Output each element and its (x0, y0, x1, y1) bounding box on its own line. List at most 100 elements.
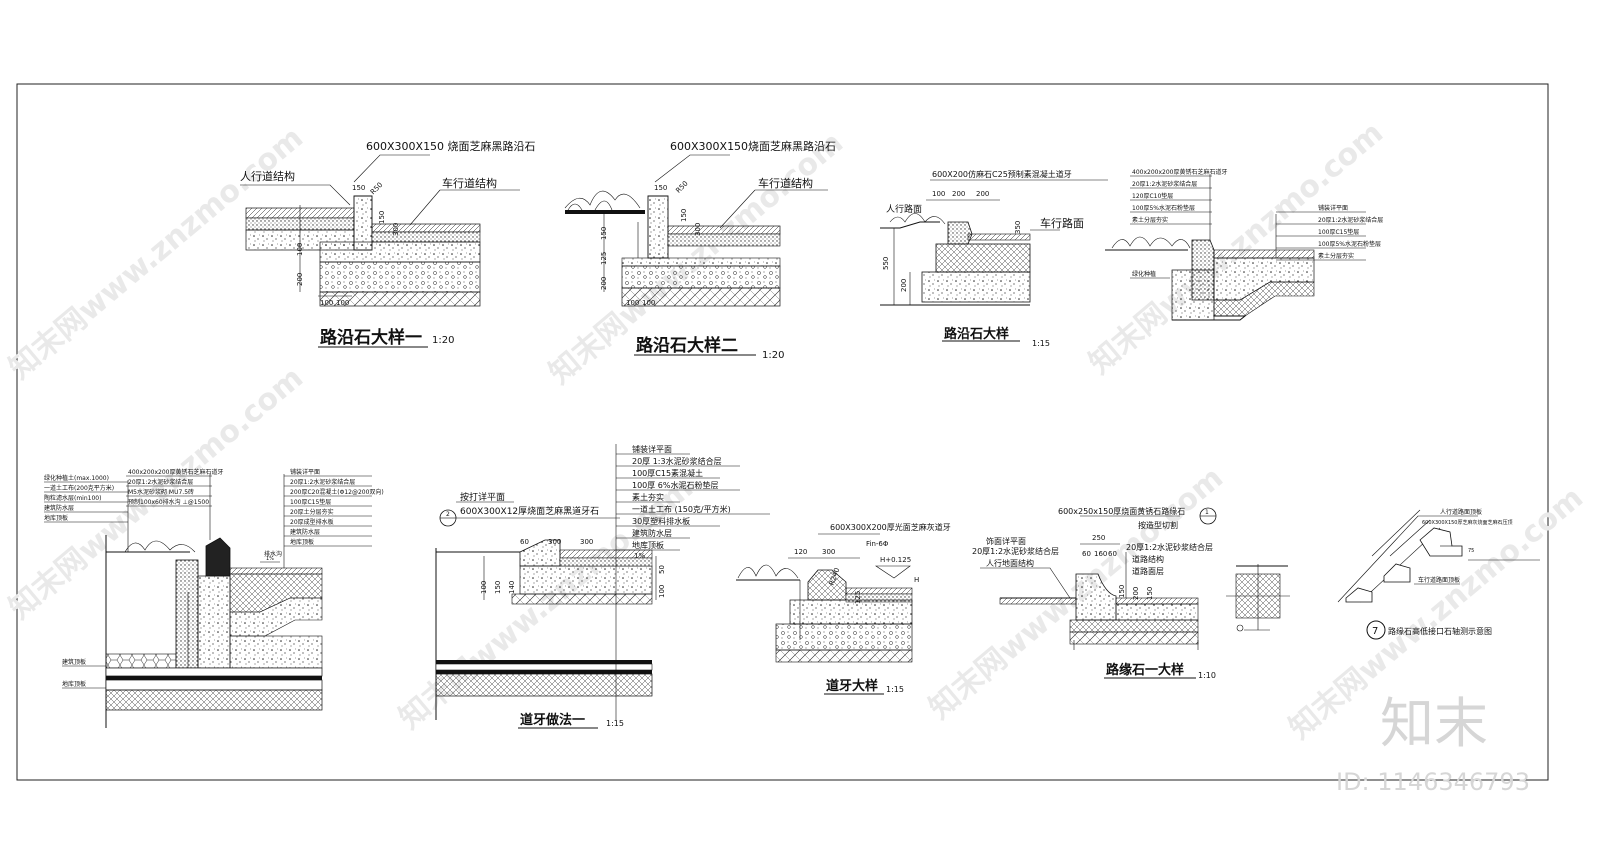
d4-layer-list-right: 铺装详平面 20厚1:2水泥砂浆结合层 100厚C15垫层 100厚5%水泥石粉… (1276, 204, 1383, 261)
d4-layer: 铺装详平面 (1318, 204, 1348, 212)
detail-kerb-large: 600X300X200厚光面芝麻灰道牙 Fin-6Φ H+0.125 120 3… (736, 522, 951, 695)
d2-dim: 150 (654, 184, 667, 192)
d2-dim: 300 (694, 223, 702, 236)
d6-tag: 2 (446, 511, 450, 518)
d1-dim: 300 (392, 223, 400, 236)
d1-title: 路沿石大样一 (320, 327, 422, 348)
d9-label: 人行道路面顶板 (1440, 508, 1482, 516)
d5-layer: 20厚1:2水泥砂浆结合层 (128, 478, 193, 486)
d8-r2: 道路结构 (1132, 554, 1164, 564)
d1-top-label: 600X300X150 烧面芝麻黑路沿石 (366, 139, 536, 153)
d2-dim: 100 (626, 299, 639, 307)
d3-dim: 100 (932, 190, 945, 198)
d6-stone-label: 600X300X12厚烧面芝麻黑道牙石 (460, 505, 599, 517)
d6-layer: 30厚塑料排水板 (632, 516, 690, 526)
d6-title: 道牙做法一 (520, 712, 585, 728)
d8-l1: 饰面详平面 (986, 536, 1026, 546)
d5-layer: 地库顶板 (44, 514, 68, 522)
d5-layer: 绿化种植土(max.1000) (44, 474, 109, 482)
d5-small: 建筑顶板 (62, 658, 86, 666)
d8-dim: 200 (1132, 587, 1140, 600)
d1-dim: 100 (320, 299, 333, 307)
d5-layer: 建筑防水层 (290, 528, 320, 536)
d8-l2: 20厚1:2水泥砂浆结合层 (972, 546, 1059, 556)
d2-dim: 100 (642, 299, 655, 307)
d5-layer: 铺装详平面 (290, 468, 320, 476)
sheet-border (16, 83, 1549, 781)
d8-dim: 160 (1094, 550, 1107, 558)
d8-dim: 150 (1146, 587, 1154, 600)
d6-dim: 300 (548, 538, 561, 546)
d4-layer: 素土分层夯实 (1132, 216, 1168, 224)
detail-curb-3: 600X200仿麻石C25预制素混凝土道牙 人行路面 车行路面 100 200 … (880, 169, 1108, 348)
d7-scale: 1:15 (886, 685, 904, 694)
d7-dim: H (914, 576, 919, 584)
d4-layer: 100厚C15垫层 (1318, 228, 1359, 236)
d5-layer: 200厚C20混凝土(Φ12@200双向) (290, 488, 384, 496)
d2-dim: 150 (680, 209, 688, 222)
d4-layer: 20厚1:2水泥砂浆结合层 (1132, 180, 1197, 188)
d9-title: 路缘石高低接口石轴测示意图 (1388, 626, 1492, 636)
d6-paving-label: 按打详平面 (460, 491, 505, 503)
d6-dim: 60 (520, 538, 529, 546)
d5-layer: 20厚土分层夯实 (290, 508, 334, 516)
d8-cut: 按造型切割 (1138, 520, 1178, 530)
d5-right-list: 铺装详平面 20厚1:2水泥砂浆结合层 200厚C20混凝土(Φ12@200双向… (283, 468, 384, 568)
d9-dim: 75 (1468, 548, 1474, 554)
detail-kerb-method: 铺装详平面 20厚 1:3水泥砂浆结合层 100厚C15素混凝土 100厚 6%… (435, 444, 770, 729)
d3-scale: 1:15 (1032, 339, 1050, 348)
d6-layer: 20厚 1:3水泥砂浆结合层 (632, 456, 722, 466)
d6-dim: 1% (634, 552, 645, 560)
d8-tag: 1 (1205, 509, 1209, 516)
d8-title: 路缘石一大样 (1106, 662, 1184, 678)
d4-layer: 100厚5%水泥石粉垫层 (1132, 204, 1195, 212)
d8-r3: 道路面层 (1132, 566, 1164, 576)
d4-layer: 100厚5%水泥石粉垫层 (1318, 240, 1381, 248)
d5-layer: 一道土工布(200克平方米) (44, 484, 114, 492)
d5-small: 地库顶板 (62, 680, 86, 688)
d8-l3: 人行地面结构 (986, 558, 1034, 568)
d5-layer: 100厚C15垫层 (290, 498, 331, 506)
d8-dim: 150 (1118, 585, 1126, 598)
d8-r1: 20厚1:2水泥砂浆结合层 (1126, 542, 1213, 552)
d6-layer: 100厚C15素混凝土 (632, 468, 703, 478)
detail-curbstone-1: 600x250x150厚烧面黄锈石路缘石 1 按造型切割 饰面详平面 20厚1:… (972, 506, 1290, 680)
d8-scale: 1:10 (1198, 671, 1216, 680)
detail-planter-curb: 1% 绿化种植土(max.1000) 一道土工布(200克平方米) 陶粒滤水层(… (44, 468, 384, 728)
detail-curb-1: 600X300X150 烧面芝麻黑路沿石 人行道结构 车行道结构 150 R50… (240, 139, 536, 348)
d5-layer: 建筑防水层 (44, 504, 74, 512)
id-watermark: ID: 1146346793 (1336, 768, 1530, 796)
d5-layer: M5水泥砂浆砌 MU7.5砖 (128, 488, 194, 496)
d3-dim: 200 (976, 190, 989, 198)
d9-tag: 7 (1372, 626, 1378, 637)
d7-title: 道牙大样 (826, 678, 878, 694)
d2-scale: 1:20 (762, 350, 784, 361)
brand-watermark: 知末 (1380, 692, 1488, 755)
d7-note: Fin-6Φ (866, 540, 889, 548)
d9-label: 车行道路面顶板 (1418, 576, 1460, 584)
d6-dim: 300 (580, 538, 593, 546)
d3-title: 路沿石大样 (944, 326, 1009, 342)
d6-dim: 100 (658, 585, 666, 598)
d5-mid-list: 400x200x200厚黄锈石芝麻石道牙 20厚1:2水泥砂浆结合层 M5水泥砂… (126, 468, 223, 540)
d6-layer: 铺装详平面 (632, 444, 672, 454)
d8-top-label: 600x250x150厚烧面黄锈石路缘石 (1058, 506, 1185, 516)
d1-left-label: 人行道结构 (240, 169, 295, 183)
d6-layer: 100厚 6%水泥石粉垫层 (632, 480, 719, 490)
d3-right-label: 车行路面 (1040, 216, 1084, 230)
d6-layer: 地库顶板 (632, 540, 664, 550)
detail-iso-joint: 人行道路面顶板 600X300X150厚芝麻灰烧面芝麻石压顶 车行道路面顶板 7… (1337, 508, 1540, 640)
d8-dim: 60 (1108, 550, 1117, 558)
d6-dim: 150 (494, 581, 502, 594)
d6-layer: 建筑防水层 (632, 528, 672, 538)
detail-curb-4: 400x200x200厚黄锈石芝麻石道牙 20厚1:2水泥砂浆结合层 120厚C… (1105, 168, 1383, 321)
d5-layer: 预制100x60排水沟 ⊥@1500 (128, 498, 209, 506)
d5-small: 排水沟 (264, 550, 282, 558)
d3-dim: 200 (952, 190, 965, 198)
d7-dim: 300 (822, 548, 835, 556)
d2-top-label: 600X300X150烧面芝麻黑路沿石 (670, 139, 836, 153)
d5-layer: 20厚成型排水板 (290, 518, 334, 526)
d6-dim: 140 (508, 581, 516, 594)
